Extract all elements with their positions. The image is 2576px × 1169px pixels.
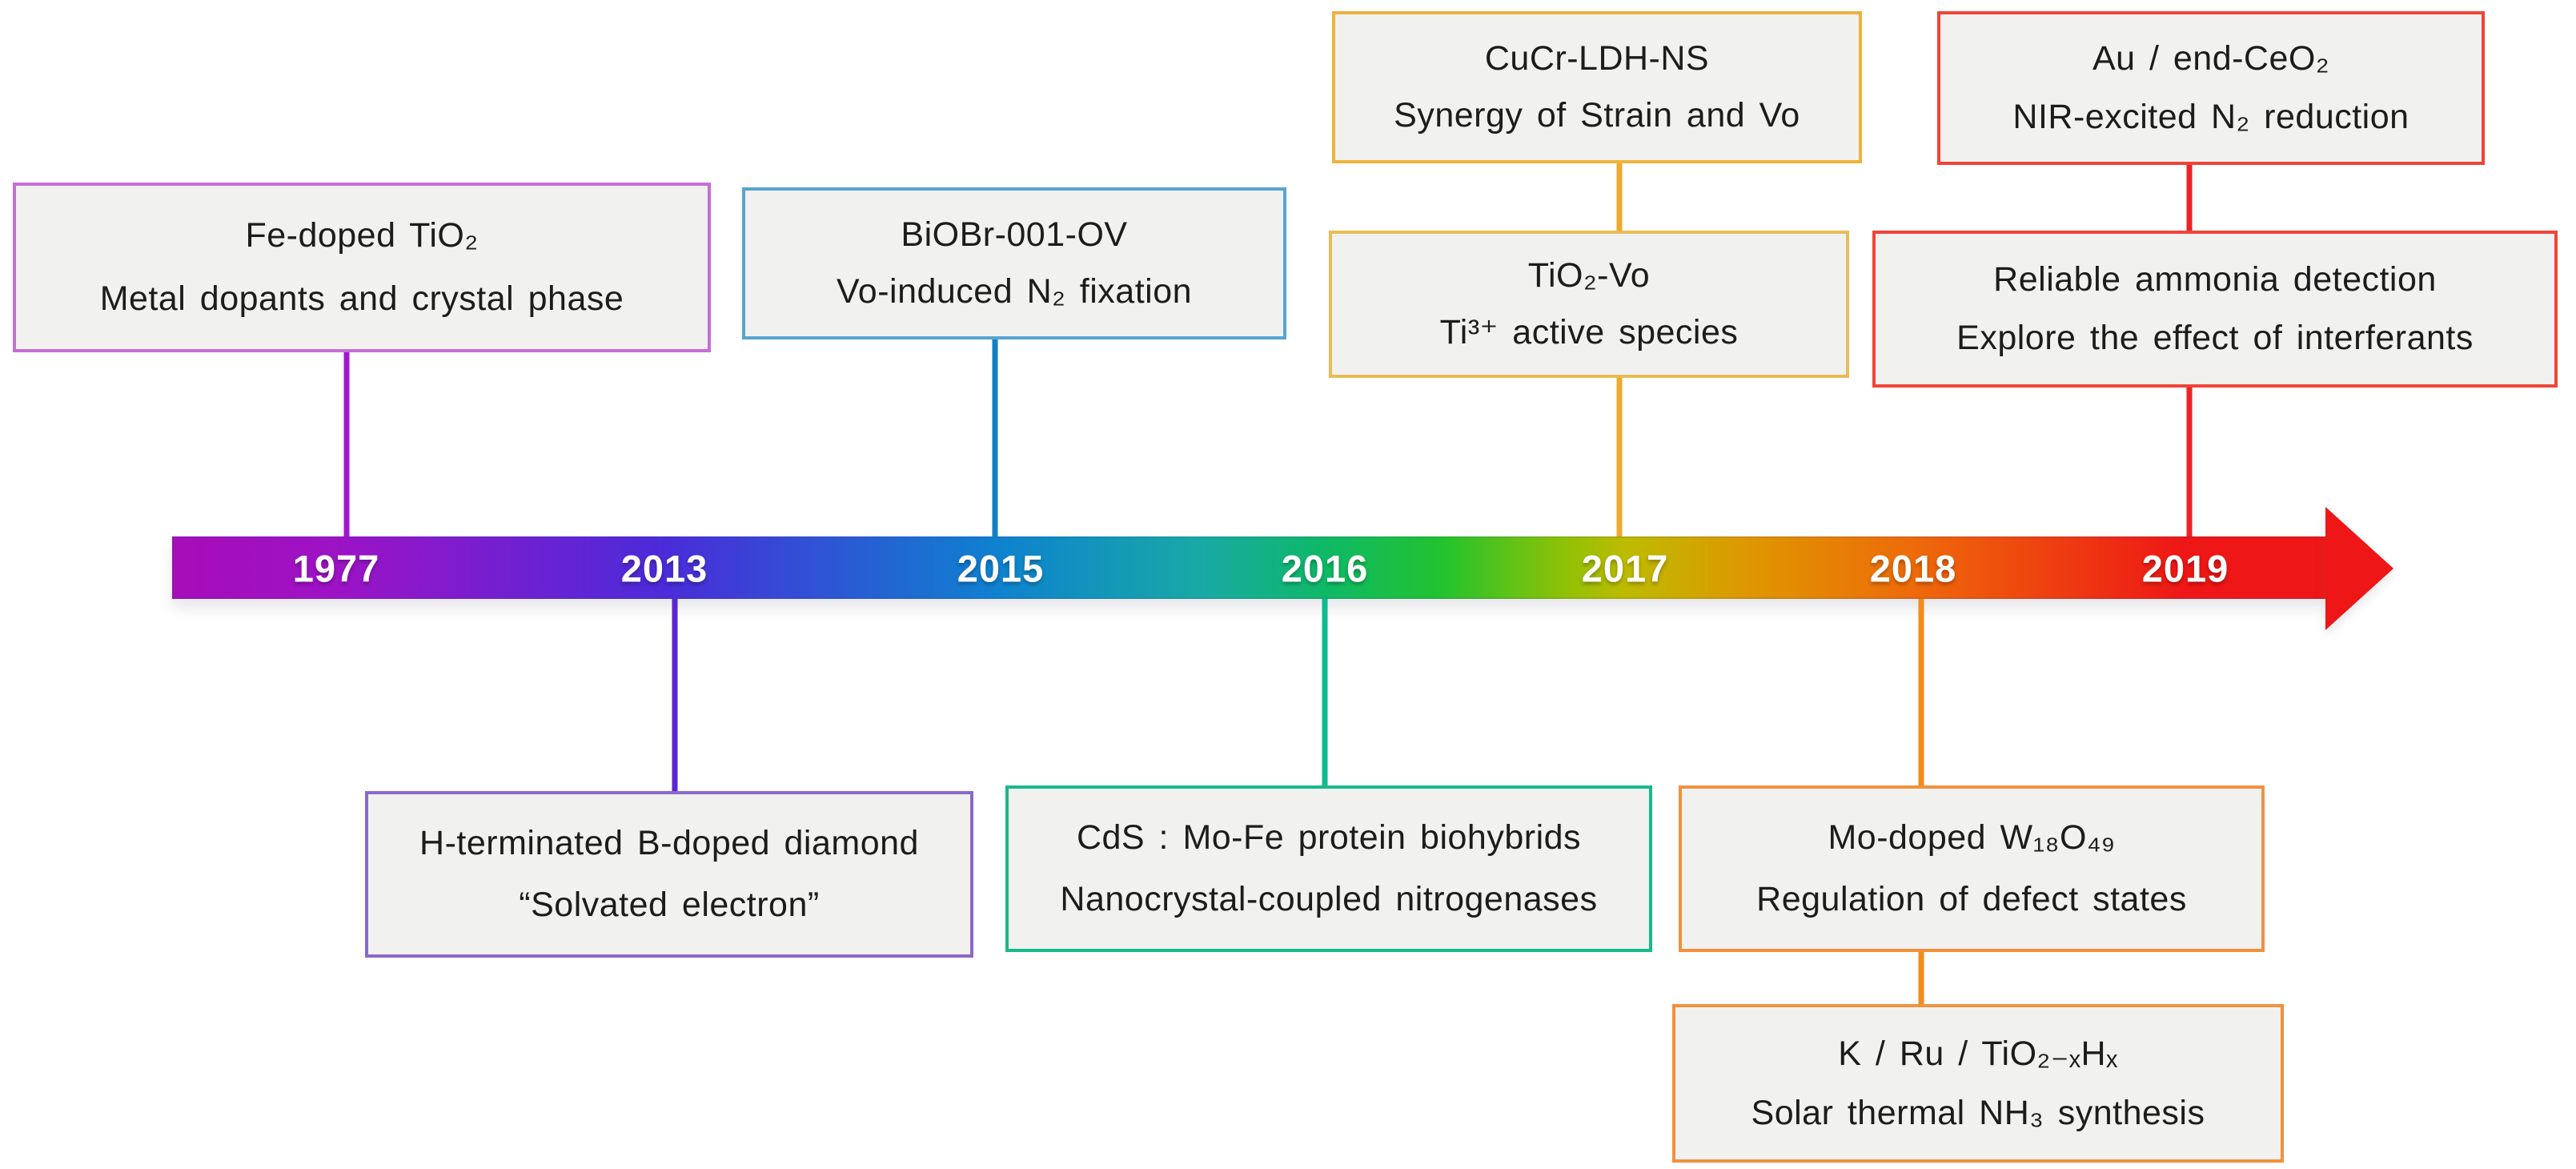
connector-tio2-vo <box>1616 378 1623 536</box>
connector-k-ru <box>1918 952 1924 1004</box>
year-label-2015: 2015 <box>957 547 1045 590</box>
event-title: Mo-doped W₁₈O₄₉ <box>1828 817 2116 857</box>
event-title: Au / end-CeO₂ <box>2092 39 2330 78</box>
timeline-bar <box>172 536 2327 599</box>
year-label-2016: 2016 <box>1281 547 1369 590</box>
event-subtitle: Regulation of defect states <box>1756 880 2187 919</box>
event-subtitle: “Solvated electron” <box>519 886 820 925</box>
year-label-2013: 2013 <box>620 547 708 590</box>
event-title: Fe-doped TiO₂ <box>245 216 479 255</box>
year-label-2019: 2019 <box>2141 547 2229 590</box>
event-title: H-terminated B-doped diamond <box>419 823 919 862</box>
event-box-mo-w18o49: Mo-doped W₁₈O₄₉ Regulation of defect sta… <box>1679 785 2265 952</box>
event-box-cucr-ldh: CuCr-LDH-NS Synergy of Strain and Vo <box>1332 11 1862 163</box>
event-subtitle: Synergy of Strain and Vo <box>1394 96 1800 135</box>
event-subtitle: Metal dopants and crystal phase <box>99 279 624 318</box>
timeline-arrowhead <box>2325 507 2393 630</box>
event-subtitle: Explore the effect of interferants <box>1956 319 2474 358</box>
event-box-k-ru: K / Ru / TiO₂₋ₓHₓ Solar thermal NH₃ synt… <box>1672 1004 2284 1163</box>
event-title: TiO₂-Vo <box>1527 256 1651 295</box>
event-title: BiOBr-001-OV <box>901 215 1128 254</box>
event-box-diamond: H-terminated B-doped diamond “Solvated e… <box>365 791 973 958</box>
event-box-biobr: BiOBr-001-OV Vo-induced N₂ fixation <box>742 187 1286 339</box>
connector-fe-doped-tio2 <box>343 352 350 536</box>
connector-au-ceo2 <box>2186 165 2193 231</box>
connector-ammonia-detection <box>2186 388 2193 536</box>
event-subtitle: Ti³⁺ active species <box>1439 312 1739 352</box>
event-subtitle: Nanocrystal-coupled nitrogenases <box>1060 880 1598 919</box>
event-box-fe-doped-tio2: Fe-doped TiO₂ Metal dopants and crystal … <box>13 183 711 352</box>
event-title: Reliable ammonia detection <box>1993 259 2437 299</box>
year-label-1977: 1977 <box>292 547 380 590</box>
event-subtitle: Vo-induced N₂ fixation <box>836 272 1193 311</box>
event-title: CuCr-LDH-NS <box>1484 38 1710 78</box>
event-title: K / Ru / TiO₂₋ₓHₓ <box>1838 1034 2118 1073</box>
event-box-cds: CdS : Mo-Fe protein biohybrids Nanocryst… <box>1005 785 1652 952</box>
event-box-tio2-vo: TiO₂-Vo Ti³⁺ active species <box>1329 231 1849 378</box>
year-label-2018: 2018 <box>1869 547 1957 590</box>
event-subtitle: NIR-excited N₂ reduction <box>2012 97 2409 136</box>
connector-diamond <box>672 599 678 791</box>
connector-mo-w18o49 <box>1918 599 1924 785</box>
connector-cucr-ldh <box>1616 163 1623 231</box>
connector-biobr <box>992 339 998 536</box>
event-box-ammonia-detection: Reliable ammonia detection Explore the e… <box>1872 231 2558 388</box>
connector-cds <box>1322 599 1328 785</box>
year-label-2017: 2017 <box>1581 547 1669 590</box>
event-title: CdS : Mo-Fe protein biohybrids <box>1076 817 1582 857</box>
event-box-au-ceo2: Au / end-CeO₂ NIR-excited N₂ reduction <box>1937 11 2485 165</box>
event-subtitle: Solar thermal NH₃ synthesis <box>1751 1094 2205 1132</box>
